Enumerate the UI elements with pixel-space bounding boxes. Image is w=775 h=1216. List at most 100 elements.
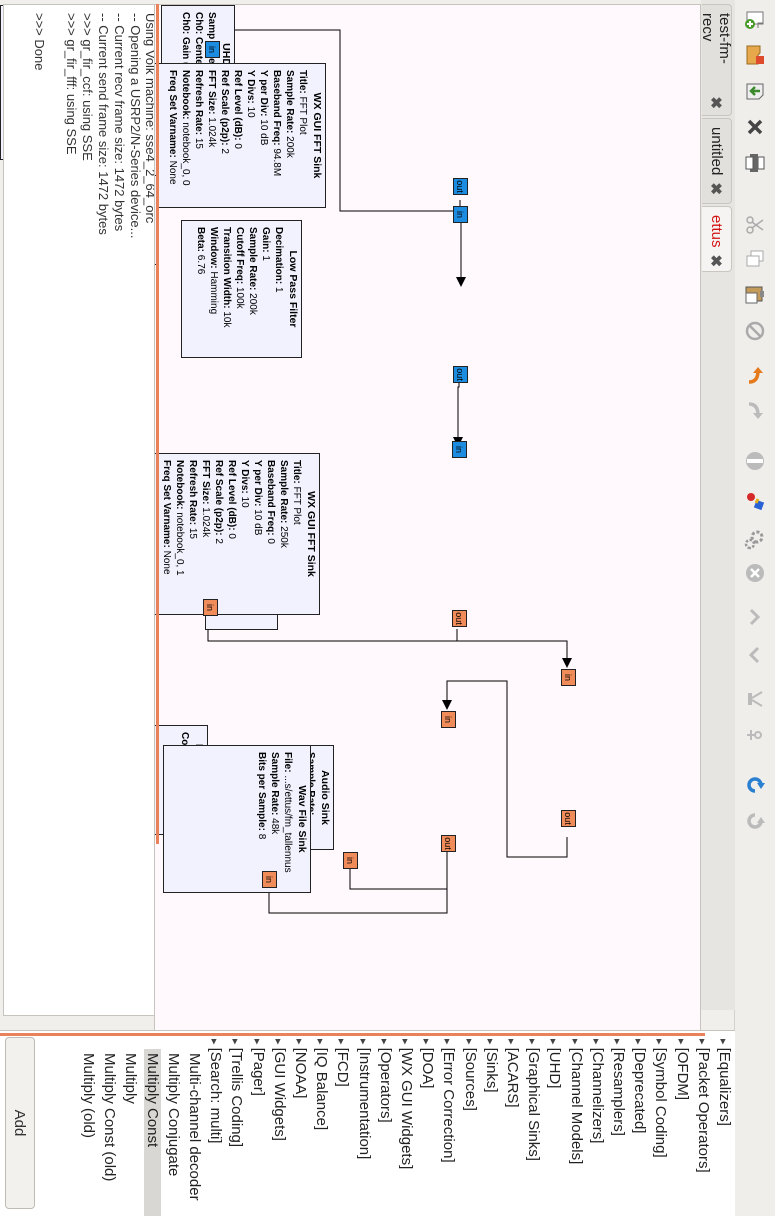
port-out[interactable]: out (453, 178, 468, 195)
tab-untitled[interactable]: untitled✖ (702, 118, 732, 204)
block-list-item[interactable]: Multiply (122, 1053, 139, 1104)
block-category[interactable]: ▸ [WX GUI Widgets] (398, 1039, 415, 1169)
port-in[interactable]: in (262, 871, 277, 888)
block-category[interactable]: ▸ [FCD] (334, 1039, 351, 1087)
block-category[interactable]: ▸ [Sinks] (483, 1039, 500, 1093)
tab-close-icon[interactable]: ✖ (707, 182, 725, 195)
tab-close-icon[interactable]: ✖ (707, 254, 725, 268)
expander-icon[interactable]: ▸ (271, 1039, 284, 1048)
port-out[interactable]: out (441, 835, 456, 852)
block-category[interactable]: ▸ [OFDM] (674, 1039, 691, 1100)
expander-icon[interactable]: ▸ (505, 1039, 517, 1048)
block-category[interactable]: ▸ [ACARS] (504, 1039, 521, 1108)
block-category[interactable]: ▸ [Symbol Coding] (652, 1039, 669, 1158)
expander-icon[interactable]: ▸ (526, 1039, 539, 1048)
add-button[interactable]: Add (5, 1037, 35, 1209)
expander-icon[interactable]: ▸ (399, 1039, 411, 1048)
expander-icon[interactable]: ▸ (293, 1039, 305, 1048)
block-category[interactable]: ▸ [Resamplers] (610, 1039, 627, 1136)
move-down-icon[interactable] (742, 642, 768, 668)
expander-icon[interactable]: ▸ (653, 1039, 666, 1048)
save-icon[interactable] (742, 78, 768, 104)
console-panel[interactable]: Using Volk machine: sse4_2_64_orc -- Ope… (3, 4, 155, 1016)
block-category[interactable]: ▸ [Deprecated] (631, 1039, 648, 1133)
generate-icon[interactable] (742, 488, 768, 514)
block-category[interactable]: ▸ [IQ Balance] (313, 1039, 330, 1130)
print-icon[interactable] (742, 150, 768, 176)
expander-icon[interactable]: ▸ (462, 1039, 475, 1048)
block-list-item[interactable]: Multiply Const (old) (101, 1053, 118, 1181)
expander-icon[interactable]: ▸ (420, 1039, 433, 1048)
block-category[interactable]: ▸ [Trellis Coding] (228, 1039, 245, 1147)
block-category[interactable]: ▸ [Search: multi] (207, 1039, 224, 1143)
execute-icon[interactable] (742, 526, 768, 552)
block-category[interactable]: ▸ [UHD] (546, 1039, 563, 1088)
flowgraph-canvas[interactable]: OptionsID: fm_vastaanotinGenerate Option… (0, 4, 701, 1036)
port-in[interactable]: in (561, 669, 576, 686)
disable-icon[interactable] (742, 448, 768, 474)
block-category[interactable]: ▸ [Graphical Sinks] (525, 1039, 542, 1161)
expander-icon[interactable]: ▸ (674, 1039, 687, 1048)
move-up-icon[interactable] (742, 604, 768, 630)
port-out[interactable]: out (452, 610, 467, 627)
expander-icon[interactable]: ▸ (377, 1039, 390, 1048)
close-icon[interactable] (742, 114, 768, 140)
expander-icon[interactable]: ▸ (314, 1039, 327, 1048)
block-category[interactable]: ▸ [Pager] (250, 1039, 267, 1096)
port-in[interactable]: in (205, 41, 220, 58)
paste-icon[interactable] (742, 282, 768, 308)
expander-icon[interactable]: ▸ (229, 1039, 242, 1048)
port-out[interactable]: out (453, 366, 468, 383)
block-category[interactable]: ▸ [Instrumentation] (356, 1039, 373, 1159)
expander-icon[interactable]: ▸ (611, 1039, 623, 1048)
port-in[interactable]: in (343, 852, 358, 869)
open-icon[interactable] (742, 42, 768, 68)
block-list-item[interactable]: Multiply Const (143, 1049, 161, 1216)
block-list-item[interactable]: Multiply (old) (80, 1053, 97, 1138)
block-category[interactable]: ▸ [Channelizers] (589, 1039, 606, 1143)
block-category[interactable]: ▸ [Sources] (462, 1039, 479, 1111)
tab-ettus[interactable]: ettus✖ (702, 206, 732, 272)
expander-icon[interactable]: ▸ (568, 1039, 581, 1048)
kill-icon[interactable] (742, 560, 768, 586)
block-list-item[interactable]: Multi-channel decoder (186, 1053, 203, 1201)
flowgraph-area[interactable]: OptionsID: fm_vastaanotinGenerate Option… (0, 5, 700, 1035)
expander-icon[interactable]: ▸ (589, 1039, 602, 1048)
new-icon[interactable] (742, 6, 768, 32)
block-category[interactable]: ▸ [Error Correction] (440, 1039, 457, 1163)
expander-icon[interactable]: ▸ (250, 1039, 263, 1048)
port-in[interactable]: in (441, 711, 456, 728)
port-in[interactable]: in (203, 599, 218, 616)
expander-icon[interactable]: ▸ (208, 1039, 221, 1048)
copy-icon[interactable] (742, 246, 768, 272)
expander-icon[interactable]: ▸ (695, 1039, 708, 1048)
find-icon[interactable] (742, 686, 768, 712)
undo-icon[interactable] (742, 362, 768, 388)
expander-icon[interactable]: ▸ (441, 1039, 454, 1048)
expander-icon[interactable]: ▸ (483, 1039, 496, 1048)
block-category[interactable]: ▸ [Channel Models] (568, 1039, 585, 1164)
expander-icon[interactable]: ▸ (717, 1039, 729, 1048)
port-out[interactable]: out (561, 810, 576, 827)
block-category[interactable]: ▸ [Equalizers] (716, 1039, 733, 1126)
block-list-item[interactable]: Multiply Conjugate (165, 1053, 182, 1176)
expander-icon[interactable]: ▸ (547, 1039, 560, 1048)
block-category[interactable]: ▸ [DOA] (419, 1039, 436, 1088)
rotate-cw-icon[interactable] (742, 808, 768, 834)
redo-icon[interactable] (742, 398, 768, 424)
tab-test-fm-recv[interactable]: test-fm-recv✖ (700, 4, 734, 116)
port-in[interactable]: in (453, 206, 468, 223)
delete-icon[interactable] (742, 318, 768, 344)
expander-icon[interactable]: ▸ (632, 1039, 645, 1048)
port-in[interactable]: in (452, 441, 467, 458)
cut-icon[interactable] (742, 212, 768, 238)
block-category[interactable]: ▸ [Packet Operators] (695, 1039, 712, 1173)
expander-icon[interactable]: ▸ (335, 1039, 348, 1048)
block-category[interactable]: ▸ [Operators] (377, 1039, 394, 1123)
block-category[interactable]: ▸ [NOAA] (292, 1039, 309, 1098)
expander-icon[interactable]: ▸ (356, 1039, 369, 1048)
rotate-ccw-icon[interactable] (742, 772, 768, 798)
block-category[interactable]: ▸ [GUI Widgets] (271, 1039, 288, 1141)
